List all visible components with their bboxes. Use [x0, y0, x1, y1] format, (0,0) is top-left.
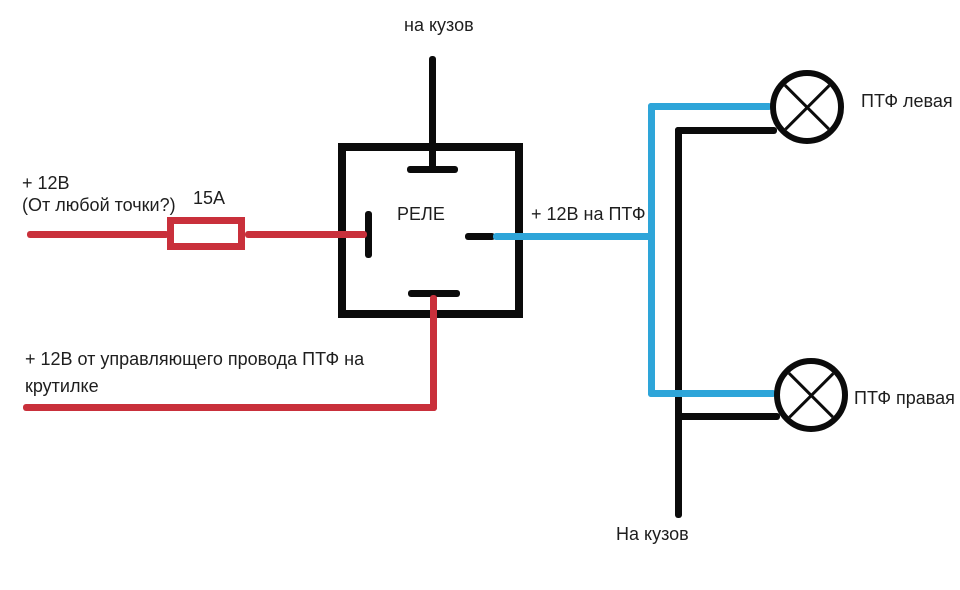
output-wire-to-right-lamp: [648, 390, 776, 397]
control-wire-vertical: [430, 295, 437, 411]
lamp-left-ground-wire: [675, 127, 777, 134]
lamp-right-label: ПТФ правая: [854, 388, 955, 408]
fuse-rating-label: 15А: [193, 188, 226, 208]
output-wire-from-relay: [493, 233, 655, 240]
lamp-left-label: ПТФ левая: [861, 91, 953, 111]
lamps-ground-bus-wire: [675, 127, 682, 518]
output-label: + 12В на ПТФ: [531, 204, 646, 224]
output-wire-vertical: [648, 103, 655, 397]
fuse-symbol: [167, 217, 245, 250]
bottom-ground-label: На кузов: [616, 524, 689, 544]
relay-terminal-bottom: [408, 290, 460, 297]
lamp-right-ground-wire: [675, 413, 780, 420]
control-wire-horizontal: [23, 404, 437, 411]
control-label-line2: крутилке: [25, 376, 99, 396]
lamp-right-icon: [774, 358, 848, 432]
relay-terminal-top: [407, 166, 458, 173]
lamp-left-icon: [770, 70, 844, 144]
top-ground-label: на кузов: [404, 15, 474, 35]
power-input-wire-left: [27, 231, 169, 238]
relay-top-ground-wire: [429, 56, 436, 170]
relay-terminal-left: [365, 211, 372, 258]
power-source-label-line2: (От любой точки?): [22, 195, 176, 215]
power-input-wire-right: [245, 231, 367, 238]
relay-label: РЕЛЕ: [397, 204, 445, 224]
power-source-label-line1: + 12В: [22, 173, 70, 193]
control-label-line1: + 12В от управляющего провода ПТФ на: [25, 349, 365, 369]
output-wire-to-left-lamp: [648, 103, 772, 110]
relay-terminal-right: [465, 233, 495, 240]
